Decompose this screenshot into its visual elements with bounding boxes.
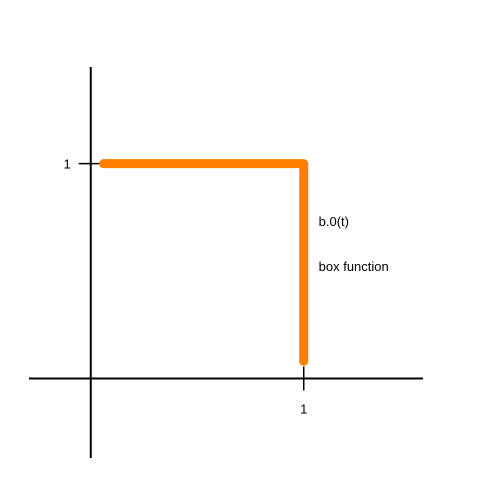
annotation-1: box function xyxy=(319,259,389,274)
ticks: 11 xyxy=(64,157,308,417)
y-tick-label-0: 1 xyxy=(64,157,71,172)
series-line-0 xyxy=(99,159,309,366)
series-layer xyxy=(99,159,309,366)
annotation-layer: b.0(t) box function xyxy=(319,214,389,274)
annotation-0: b.0(t) xyxy=(319,214,349,229)
x-tick-label-0: 1 xyxy=(300,402,307,417)
